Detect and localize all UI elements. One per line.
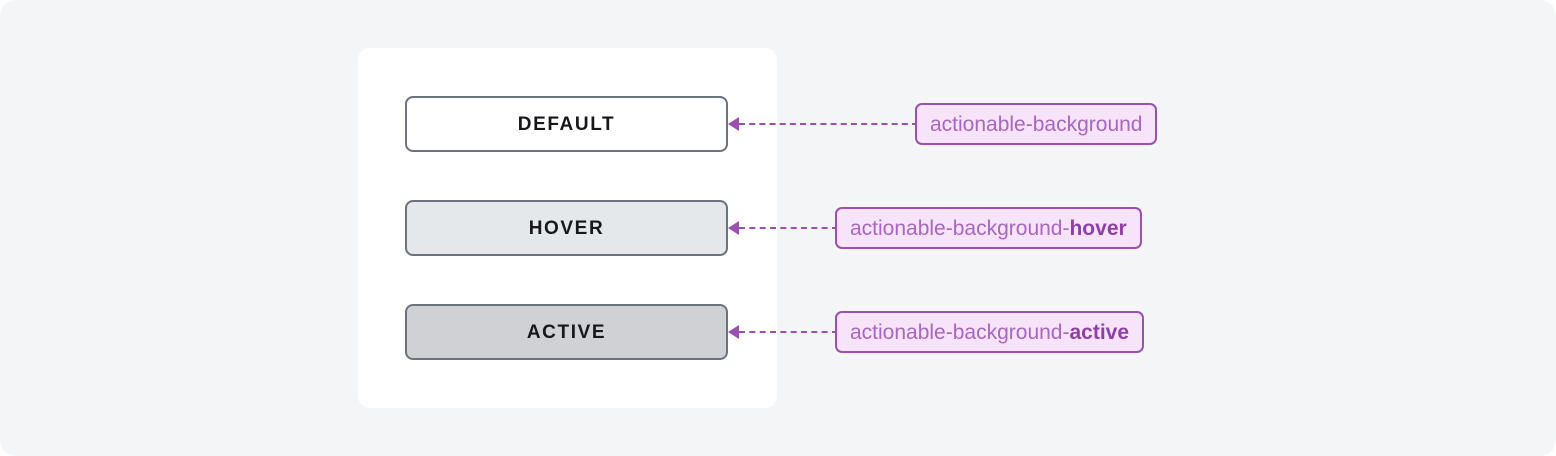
token-chip-text: actionable-background-hover [850, 218, 1127, 239]
connector-default [728, 96, 918, 152]
dashed-connector-line [739, 123, 918, 125]
token-row-default: DEFAULT actionable-background [0, 96, 1556, 152]
connector-hover [728, 200, 838, 256]
state-button-label: ACTIVE [526, 321, 607, 343]
token-suffix-text: active [1069, 320, 1130, 344]
token-chip-hover[interactable]: actionable-background-hover [835, 207, 1142, 249]
state-button-label: DEFAULT [517, 113, 616, 135]
state-button-hover[interactable]: HOVER [405, 200, 728, 256]
arrow-left-icon [728, 221, 739, 235]
token-base-text: actionable-background- [850, 320, 1070, 344]
token-base-text: actionable-background- [850, 216, 1070, 240]
token-row-active: ACTIVE actionable-background-active [0, 304, 1556, 360]
dashed-connector-line [739, 227, 838, 229]
token-row-hover: HOVER actionable-background-hover [0, 200, 1556, 256]
dashed-connector-line [739, 331, 838, 333]
connector-active [728, 304, 838, 360]
state-button-default[interactable]: DEFAULT [405, 96, 728, 152]
arrow-left-icon [728, 117, 739, 131]
token-chip-text: actionable-background-active [850, 322, 1129, 343]
state-button-active[interactable]: ACTIVE [405, 304, 728, 360]
token-base-text: actionable-background [930, 112, 1143, 136]
state-button-label: HOVER [528, 217, 605, 239]
token-suffix-text: hover [1069, 216, 1127, 240]
token-chip-text: actionable-background [930, 114, 1142, 135]
token-chip-active[interactable]: actionable-background-active [835, 311, 1145, 353]
token-chip-default[interactable]: actionable-background [915, 103, 1158, 145]
arrow-left-icon [728, 325, 739, 339]
